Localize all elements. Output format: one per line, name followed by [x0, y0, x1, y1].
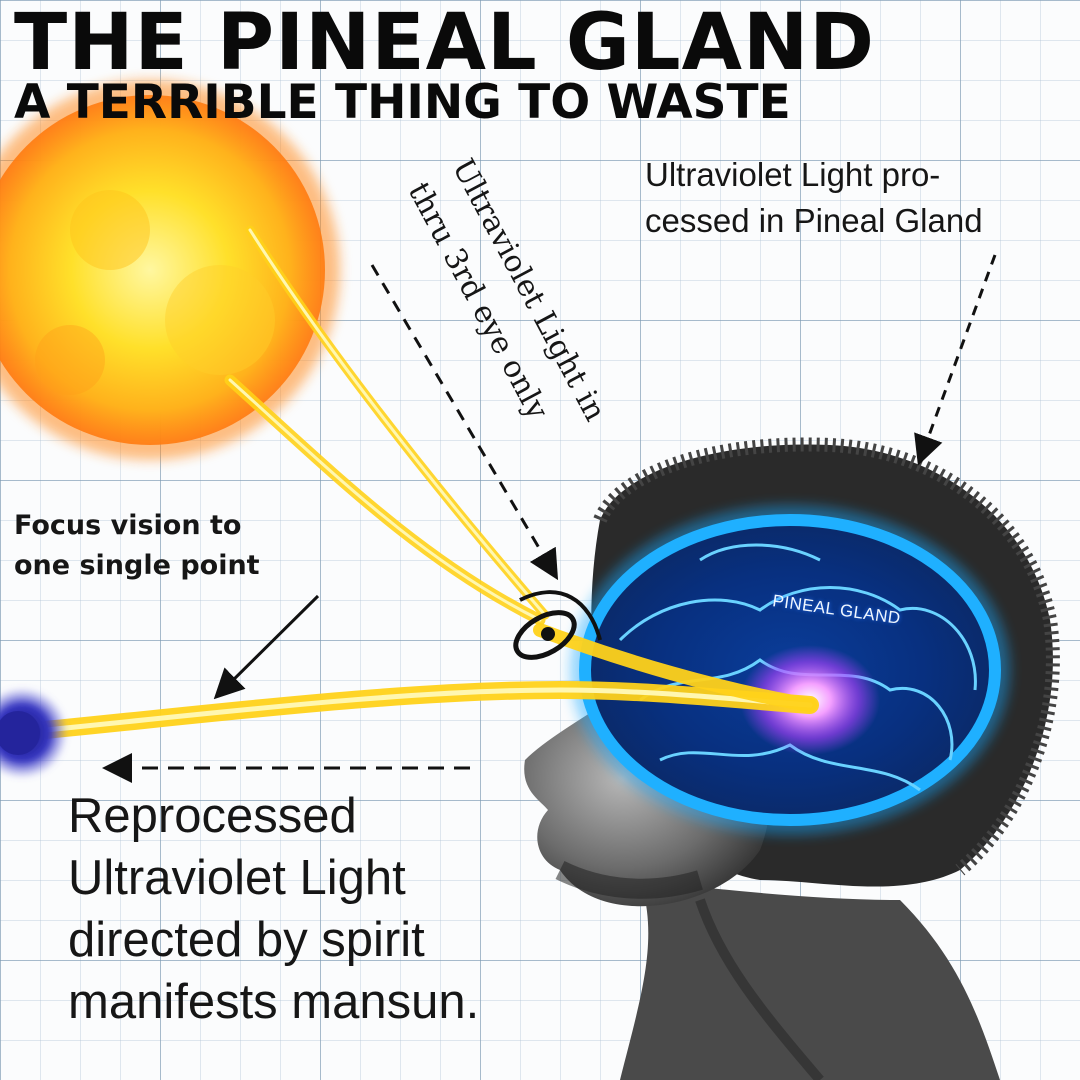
- annotation-arrows: [102, 254, 997, 783]
- glowing-brain: [570, 505, 1010, 835]
- third-eye-symbol: [513, 590, 602, 660]
- light-beams: [36, 225, 819, 739]
- page-title: THE PINEAL GLAND: [14, 0, 876, 88]
- uv-processed-annotation: Ultraviolet Light pro- cessed in Pineal …: [645, 156, 983, 239]
- arrow-to-third-eye: [370, 264, 559, 581]
- arrow-to-beam: [213, 594, 320, 700]
- page-subtitle: A TERRIBLE THING TO WASTE: [14, 75, 791, 130]
- arrow-to-brain: [914, 254, 997, 466]
- sun-illustration: [0, 80, 340, 460]
- reprocessed-light-annotation: Reprocessed Ultraviolet Light directed b…: [68, 789, 480, 1029]
- focus-point: [0, 687, 68, 779]
- focus-vision-annotation: Focus vision to one single point: [14, 510, 260, 581]
